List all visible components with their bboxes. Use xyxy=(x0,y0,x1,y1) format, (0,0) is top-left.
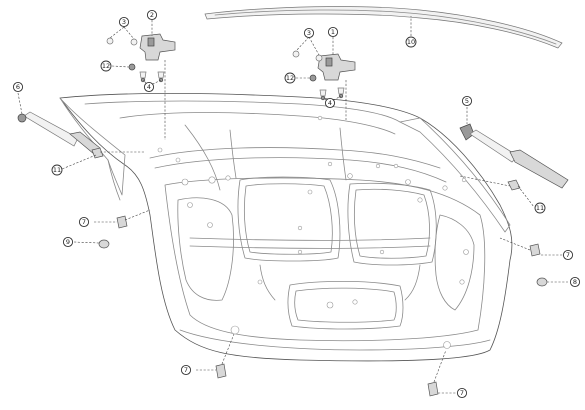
leader-lines xyxy=(17,16,568,394)
left-gas-strut-part xyxy=(17,111,101,155)
callout-3-left: 3 xyxy=(118,16,130,28)
callout-7-right: 7 xyxy=(562,249,574,261)
callout-label: 7 xyxy=(566,251,570,259)
callout-10: 10 xyxy=(405,36,417,48)
callout-label: 3 xyxy=(122,18,126,26)
callout-label: 11 xyxy=(53,166,61,174)
callout-5: 5 xyxy=(461,95,473,107)
callout-label: 1 xyxy=(331,28,335,36)
callout-label: 8 xyxy=(573,278,577,286)
callout-1: 1 xyxy=(327,26,339,38)
callout-7-bottom-left: 7 xyxy=(180,364,192,376)
tailgate-panel xyxy=(59,92,513,362)
callout-9: 9 xyxy=(62,236,74,248)
right-gas-strut-part xyxy=(459,123,569,189)
callout-3-right: 3 xyxy=(303,27,315,39)
callout-7-left: 7 xyxy=(78,216,90,228)
callout-11-right: 11 xyxy=(534,202,546,214)
callout-7-bottom-right: 7 xyxy=(456,387,468,399)
callout-6: 6 xyxy=(12,81,24,93)
callout-11-left: 11 xyxy=(51,164,63,176)
callout-label: 10 xyxy=(407,38,415,46)
callout-12-right: 12 xyxy=(284,72,296,84)
callout-4-left: 4 xyxy=(143,81,155,93)
callout-label: 3 xyxy=(307,29,311,37)
callout-label: 6 xyxy=(16,83,20,91)
callout-12-left: 12 xyxy=(100,60,112,72)
fastener-parts xyxy=(91,147,548,397)
callout-label: 7 xyxy=(82,218,86,226)
callout-4-right: 4 xyxy=(324,97,336,109)
callout-2: 2 xyxy=(146,9,158,21)
callout-label: 12 xyxy=(286,74,294,82)
callout-label: 5 xyxy=(465,97,469,105)
callout-label: 12 xyxy=(102,62,110,70)
spoiler-strip-part xyxy=(204,6,563,49)
callout-label: 11 xyxy=(536,204,544,212)
callout-label: 7 xyxy=(460,389,464,397)
left-hinge-part xyxy=(106,33,176,83)
right-hinge-part xyxy=(292,50,356,101)
callout-label: 4 xyxy=(147,83,151,91)
callout-label: 7 xyxy=(184,366,188,374)
callout-label: 9 xyxy=(66,238,70,246)
callout-label: 2 xyxy=(150,11,154,19)
callout-label: 4 xyxy=(328,99,332,107)
callout-8: 8 xyxy=(569,276,581,288)
